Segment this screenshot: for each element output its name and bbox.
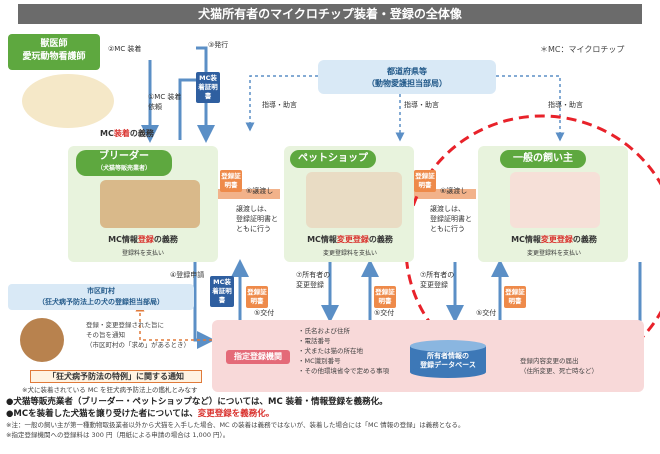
label-issue-5c: ⑤交付 [476, 309, 497, 317]
registry-item: ・犬または猫の所在地 [298, 347, 363, 355]
bullet-2: ●MCを装着した犬猫を譲り受けた者については、変更登録を義務化。 [6, 409, 275, 419]
vet-box: 獣医師 愛玩動物看護師 [8, 34, 100, 70]
tag-cert-2: 登録証明書 [414, 170, 436, 192]
breeder-name: ブリーダー [99, 151, 149, 162]
breeder-sub: （犬猫等販売業者） [96, 165, 151, 172]
owner-fee: 変更登録料を支払い [526, 250, 581, 257]
vet-line2: 愛玩動物看護師 [22, 52, 86, 62]
label-guidance-1: 指導・助言 [262, 101, 297, 109]
tag-mc-cert: MC装着証明書 [196, 72, 220, 103]
registry-item: ・電話番号 [298, 337, 331, 345]
tag-cert-3: 登録証明書 [246, 286, 268, 308]
notify-text: 登録・変更登録された旨に その旨を通知 （市区町村の「求め」があるとき） [86, 321, 190, 349]
rabies-note: ※犬に装着されている MC を狂犬病予防法上の鑑札とみなす [22, 386, 198, 394]
registry-item: ・MC識別番号 [298, 357, 341, 365]
label-issue: ③発行 [208, 41, 229, 49]
label-handover-2: ⑥譲渡し [440, 187, 468, 195]
label-issue-5a: ⑤交付 [254, 309, 275, 317]
petshop-fee: 変更登録料を支払い [322, 250, 377, 257]
label-reg-change: 登録内容変更の届出 （住所変更、死亡時など） [520, 357, 598, 375]
tag-cert-4: 登録証明書 [374, 286, 396, 308]
prefecture-box: 都道府県等 （動物愛護担当部局） [318, 60, 496, 94]
registry-item: ・氏名および住所 [298, 327, 350, 335]
registry-name: 指定登録機関 [226, 350, 290, 364]
petshop-illustration [306, 172, 402, 228]
label-issue-5b: ⑤交付 [374, 309, 395, 317]
bullet-1: ●犬猫等販売業者（ブリーダー・ペットショップなど）については、MC 装着・情報登… [6, 397, 388, 407]
rabies-title: 「狂犬病予防法の特例」に関する通知 [30, 370, 202, 383]
petshop-name: ペットショップ [290, 150, 376, 168]
owner-illustration [510, 172, 600, 228]
city-line1: 市区町村 [87, 287, 115, 295]
vet-line1: 獣医師 [40, 39, 68, 49]
bullet-notes: ●犬猫等販売業者（ブリーダー・ペットショップなど）については、MC 装着・情報登… [6, 396, 656, 440]
breeder-duty: MC情報登録の義務 [108, 235, 178, 244]
legend-note: ＊MC：マイクロチップ [540, 45, 625, 54]
breeder-illustration [100, 180, 200, 228]
label-owner-change-7a: ⑦所有者の 変更登録 [296, 271, 331, 289]
label-guidance-3: 指導・助言 [548, 101, 583, 109]
petshop-duty: MC情報変更登録の義務 [307, 235, 393, 244]
pref-line2: （動物愛護担当部局） [367, 79, 447, 88]
mc-duty-label: MC装着の義務 [100, 129, 154, 138]
database-cylinder: 所有者情報の 登録データベース [408, 338, 488, 378]
owner-duty: MC情報変更登録の義務 [511, 235, 597, 244]
note-2: ※指定登録機関への登録料は 300 円（用紙による申請の場合は 1,000 円）… [6, 431, 230, 439]
city-line2: （狂犬病予防法上の犬の登録担当部局） [38, 298, 164, 306]
breeder-fee: 登録料を支払い [121, 250, 164, 257]
vet-illustration [22, 74, 114, 128]
tag-mc-cert-2: MC装着証明書 [210, 276, 234, 307]
handover-note-2: 譲渡しは、 登録証明書と ともに行う [430, 205, 472, 233]
owner-name: 一般の飼い主 [500, 150, 586, 168]
registry-items: ・氏名および住所 ・電話番号 ・犬または猫の所在地 ・MC識別番号 ・その他環境… [298, 326, 389, 376]
tag-cert-5: 登録証明書 [504, 286, 526, 308]
note-1: ※注：一般の飼い主が第一種動物取扱業者以外から犬猫を入手した場合、MC の装着は… [6, 421, 465, 429]
breeder-header: ブリーダー （犬猫等販売業者） [76, 150, 172, 176]
city-box: 市区町村 （狂犬病予防法上の犬の登録担当部局） [8, 284, 194, 310]
label-handover-1: ⑥譲渡し [246, 187, 274, 195]
db-label: 所有者情報の 登録データベース [420, 352, 476, 369]
handover-note-1: 譲渡しは、 登録証明書と ともに行う [236, 205, 278, 233]
label-guidance-2: 指導・助言 [404, 101, 439, 109]
label-mc-install: ②MC 装着 [108, 45, 142, 53]
label-owner-change-7b: ⑦所有者の 変更登録 [420, 271, 455, 289]
tag-cert-1: 登録証明書 [220, 170, 242, 192]
database-icon [410, 340, 486, 378]
registry-item: ・その他環境省令で定める事項 [298, 367, 389, 375]
label-apply: ④登録申請 [170, 271, 205, 279]
dog-illustration [20, 318, 64, 362]
label-mc-request: ①MC 装着 依頼 [148, 93, 182, 111]
diagram-title: 犬猫所有者のマイクロチップ装着・登録の全体像 [18, 4, 642, 24]
pref-line1: 都道府県等 [387, 67, 427, 76]
